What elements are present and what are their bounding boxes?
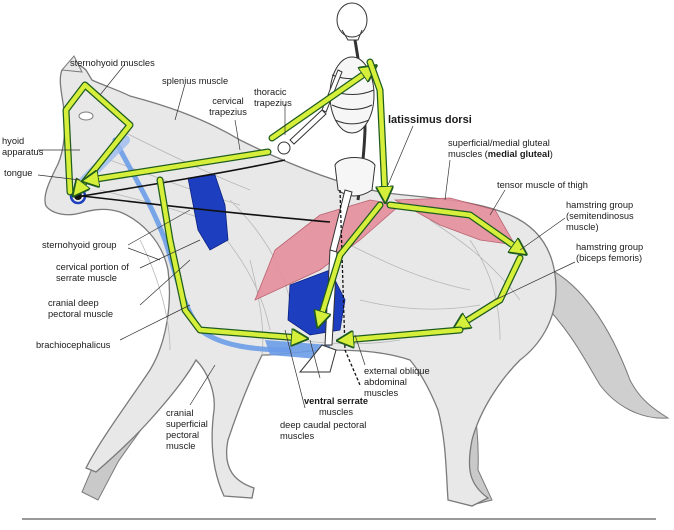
label-csp-line2: superficial <box>166 419 208 429</box>
label-cervical-serrate-line2: serrate muscle <box>56 273 117 283</box>
label-ventral-serrate-line2: muscles <box>318 407 354 417</box>
skull <box>336 2 368 38</box>
label-deep-caudal-pectoral-line2: muscles <box>280 431 315 441</box>
label-ventral-serrate-line1: ventral serrate <box>303 396 369 406</box>
pelvis <box>334 157 376 197</box>
label-ventral-serrate: ventral serrate muscles <box>296 396 376 418</box>
label-tensor-thigh: tensor muscle of thigh <box>497 180 588 190</box>
label-csp-line4: muscle <box>166 441 196 451</box>
label-hamstring-semi-line2: (semitendinosus <box>566 211 634 221</box>
label-external-oblique-line1: external oblique <box>364 366 430 376</box>
label-latissimus-dorsi: latissimus dorsi <box>388 114 472 126</box>
label-hyoid-apparatus: hyoid apparatus <box>2 136 43 158</box>
hand <box>277 141 291 155</box>
label-cranial-deep-pectoral-line2: pectoral muscle <box>48 309 114 319</box>
label-splenius-muscle: splenius muscle <box>162 76 229 86</box>
label-thoracic-trapezius-line1: thoracic <box>254 87 287 97</box>
label-external-oblique: external oblique abdominal muscles <box>364 366 430 399</box>
label-hamstring-biceps-line2: (biceps femoris) <box>576 253 643 263</box>
label-hamstring-semitendinosus: hamstring group (semitendinosus muscle) <box>566 200 634 233</box>
label-hyoid-apparatus-line1: hyoid <box>2 136 25 146</box>
label-cervical-serrate: cervical portion of serrate muscle <box>56 262 129 284</box>
label-brachiocephalicus: brachiocephalicus <box>36 340 111 350</box>
label-gluteal-line2: muscles (medial gluteal) <box>448 149 553 160</box>
label-cranial-superficial-pectoral: cranial superficial pectoral muscle <box>166 408 208 452</box>
label-cervical-trapezius-line2: trapezius <box>209 107 247 117</box>
label-gluteal-suffix: ) <box>549 149 553 159</box>
label-hamstring-semi-line3: muscle) <box>566 222 599 232</box>
label-csp-line3: pectoral <box>166 430 200 440</box>
label-external-oblique-line3: muscles <box>364 388 399 398</box>
reins <box>81 159 286 197</box>
label-deep-caudal-pectoral: deep caudal pectoral muscles <box>280 420 366 442</box>
label-deep-caudal-pectoral-line1: deep caudal pectoral <box>280 420 367 430</box>
tail <box>539 267 670 419</box>
force-arrows <box>62 58 520 340</box>
ground-line <box>22 518 656 520</box>
label-gluteal-prefix: muscles ( <box>448 149 488 159</box>
label-sternohyoid-muscles: sternohyoid muscles <box>70 58 155 68</box>
label-csp-line1: cranial <box>166 408 194 418</box>
leader-lines <box>37 63 576 409</box>
label-cervical-trapezius: cervical trapezius <box>198 96 258 118</box>
label-hamstring-biceps: hamstring group (biceps femoris) <box>576 242 643 264</box>
label-tongue: tongue <box>4 168 33 178</box>
label-gluteal-line1: superficial/medial gluteal <box>448 138 550 148</box>
label-cranial-deep-pectoral-line1: cranial deep <box>48 298 99 308</box>
eye <box>78 111 94 121</box>
stirrup-leather <box>339 189 361 386</box>
label-thoracic-trapezius-line2: trapezius <box>254 98 292 108</box>
foot <box>298 344 337 373</box>
label-hyoid-apparatus-line2: apparatus <box>2 147 44 157</box>
label-hamstring-semi-line1: hamstring group <box>566 200 634 210</box>
label-gluteal-bold: medial gluteal <box>487 149 550 159</box>
label-hamstring-biceps-line1: hamstring group <box>576 242 644 252</box>
forearm <box>289 109 327 145</box>
label-cervical-trapezius-line1: cervical <box>212 96 244 106</box>
label-cranial-deep-pectoral: cranial deep pectoral muscle <box>48 298 113 320</box>
ear <box>60 55 83 73</box>
label-sternohyoid-group: sternohyoid group <box>42 240 117 250</box>
label-thoracic-trapezius: thoracic trapezius <box>254 87 292 109</box>
label-external-oblique-line2: abdominal <box>364 377 407 387</box>
label-gluteal: superficial/medial gluteal muscles (medi… <box>448 138 553 160</box>
label-cervical-serrate-line1: cervical portion of <box>56 262 129 272</box>
cervical-serrate-muscle <box>187 174 229 251</box>
